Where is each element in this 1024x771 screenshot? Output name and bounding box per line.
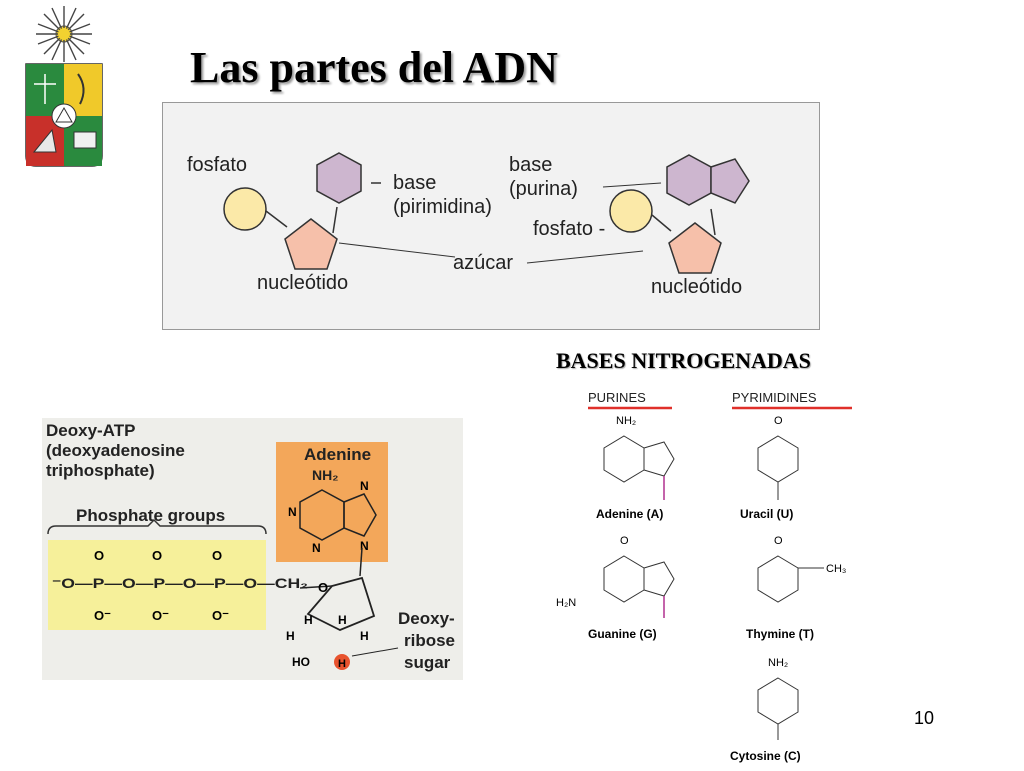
thymine-name: Thymine (T)	[746, 627, 814, 641]
adenine-n-3: N	[360, 479, 369, 493]
nucleotide-diagram: fosfato base (pirimidina) nucleótido azú…	[162, 102, 820, 330]
atp-title-1: Deoxy-ATP	[46, 421, 135, 440]
adenine-n-1: N	[288, 505, 297, 519]
right-sugar-pentagon	[668, 222, 722, 274]
right-base-hexagon	[666, 154, 712, 206]
deoxy-atp-canvas: Deoxy-ATP (deoxyadenosine triphosphate) …	[46, 421, 455, 672]
adenine-label: Adenine	[304, 445, 371, 464]
uracil-substituent: O	[774, 415, 783, 427]
ribose-h3: H	[338, 613, 347, 627]
left-nucleotide-label: nucleótido	[257, 272, 348, 294]
adenine-nh2: NH₂	[312, 467, 338, 483]
cytosine-name: Cytosine (C)	[730, 749, 801, 763]
phosphate-groups-label: Phosphate groups	[76, 506, 225, 525]
atp-title-3: triphosphate)	[46, 461, 155, 480]
p2-o-top: O	[152, 548, 162, 563]
cytosine-substituent: NH₂	[768, 657, 788, 669]
purines-label: PURINES	[588, 390, 646, 405]
p3-o-bottom: O⁻	[212, 608, 229, 623]
atp-title-2: (deoxyadenosine	[46, 441, 185, 460]
guanine-amine: H₂N	[556, 597, 576, 609]
left-phosphate-label: fosfato	[187, 154, 247, 176]
university-crest-logo	[25, 6, 103, 167]
sugar-label-3: sugar	[404, 653, 451, 672]
p1-o-bottom: O⁻	[94, 608, 111, 623]
bases-canvas: PURINES PYRIMIDINES NH₂ Adenine (A) O Ur…	[556, 390, 852, 763]
guanine-substituent: O	[620, 535, 629, 547]
left-phosphate-circle	[223, 187, 267, 231]
cytosine-structure: NH₂ Cytosine (C)	[730, 657, 801, 763]
adenine-substituent: NH₂	[616, 415, 636, 427]
ribose-highlight-h-text: H	[338, 658, 346, 670]
guanine-structure: O H₂N Guanine (G)	[556, 535, 675, 641]
right-base-pentagon	[710, 158, 750, 204]
deoxy-atp-diagram: Deoxy-ATP (deoxyadenosine triphosphate) …	[42, 418, 463, 680]
p2-o-bottom: O⁻	[152, 608, 169, 623]
right-base-label-1: base	[509, 154, 552, 176]
left-base-label-2: (pirimidina)	[393, 196, 492, 218]
thymine-methyl: CH₃	[826, 563, 846, 575]
right-base-label-2: (purina)	[509, 178, 578, 200]
thymine-substituent: O	[774, 535, 783, 547]
p3-o-top: O	[212, 548, 222, 563]
left-base-label-1: base	[393, 172, 436, 194]
sun-icon	[36, 6, 92, 62]
guanine-name: Guanine (G)	[588, 627, 657, 641]
right-phosphate-label: fosfato -	[533, 218, 605, 240]
right-phosphate-circle	[609, 189, 653, 233]
adenine-n-4: N	[360, 539, 369, 553]
right-nucleotide-label: nucleótido	[651, 276, 742, 298]
adenine-n-2: N	[312, 541, 321, 555]
slide-title: Las partes del ADN	[190, 43, 558, 92]
uracil-name: Uracil (U)	[740, 507, 793, 521]
adenine-name: Adenine (A)	[596, 507, 663, 521]
thymine-structure: O CH₃ Thymine (T)	[746, 535, 846, 641]
adenine-structure: NH₂ Adenine (A)	[596, 415, 675, 521]
phosphate-box	[48, 540, 266, 630]
sugar-label-2: ribose	[404, 631, 455, 650]
nucleotide-diagram-canvas: fosfato base (pirimidina) nucleótido azú…	[187, 152, 750, 298]
sugar-label-1: Deoxy-	[398, 609, 455, 628]
left-base-hexagon	[316, 152, 362, 204]
ribose-o: O	[318, 580, 328, 595]
pyrimidines-label: PYRIMIDINES	[732, 390, 817, 405]
p1-o-top: O	[94, 548, 104, 563]
ribose-h1: H	[304, 613, 313, 627]
nitrogenous-bases-panel: PURINES PYRIMIDINES NH₂ Adenine (A) O Ur…	[552, 388, 872, 766]
ribose-h4: H	[360, 629, 369, 643]
left-sugar-pentagon	[284, 218, 338, 270]
adenine-five-ring	[343, 493, 377, 537]
ribose-highlight-h	[334, 654, 350, 670]
ribose-ring	[306, 576, 376, 631]
uracil-structure: O Uracil (U)	[740, 415, 799, 521]
phosphate-chain: ⁻O—P—O—P—O—P—O—CH₂	[52, 575, 308, 591]
page-number: 10	[914, 708, 935, 728]
ribose-ho: HO	[292, 655, 310, 669]
bases-heading: BASES NITROGENADAS	[556, 348, 811, 373]
shield-icon	[25, 63, 103, 167]
sugar-label: azúcar	[453, 252, 513, 274]
ribose-h2: H	[286, 629, 295, 643]
